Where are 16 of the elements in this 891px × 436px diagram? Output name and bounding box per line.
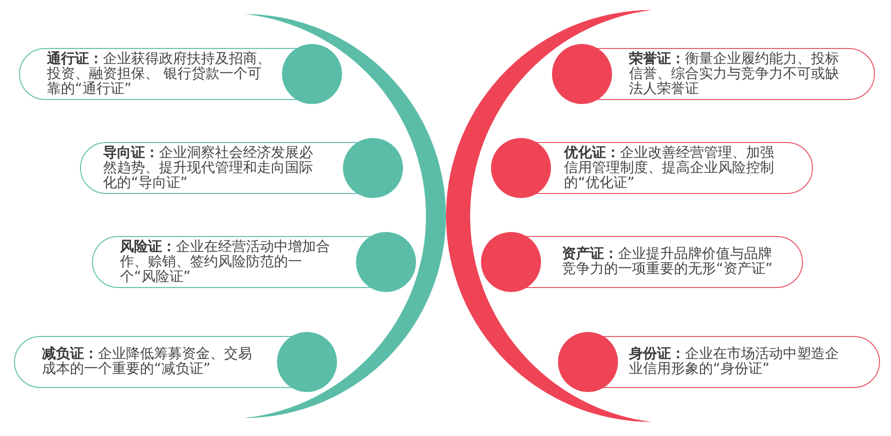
pill-panel: [558, 332, 880, 392]
pill-panel: [19, 44, 342, 104]
description-text: 优化证：企业改善经营管理、加强信用管理制度、提高企业风险控制的“优化证”: [564, 146, 775, 190]
pill-panel: [80, 138, 403, 198]
pill-panel: [491, 138, 813, 198]
pill-panel: [552, 44, 875, 104]
description-text: 通行证：企业获得政府扶持及招商、投资、融资担保、 银行贷款一个可靠的“通行证”: [47, 52, 272, 96]
description-text: 资产证：企业提升品牌价值与品牌竞争力的一项重要的无形“资产证”: [562, 247, 774, 277]
description-text: 荣誉证：衡量企业履约能力、投标信誉、综合实力与竞争力不可或缺法人荣誉证: [629, 52, 840, 96]
description-text: 减负证：企业降低筹募资金、交易成本的一个重要的“减负证”: [42, 347, 253, 377]
description-text: 导向证：企业洞察社会经济发展必然趋势、提升现代管理和走向国际化的“导向证”: [103, 146, 314, 190]
description-text: 风险证：企业在经营活动中增加合作、赊销、签约风险防范的一个“风险证”: [120, 240, 331, 284]
pill-panel: [14, 332, 337, 392]
pill-panel: [481, 232, 803, 292]
description-text: 身份证：企业在市场活动中塑造企业信用形象的“身份证”: [629, 347, 840, 377]
pill-panel: [92, 232, 416, 292]
